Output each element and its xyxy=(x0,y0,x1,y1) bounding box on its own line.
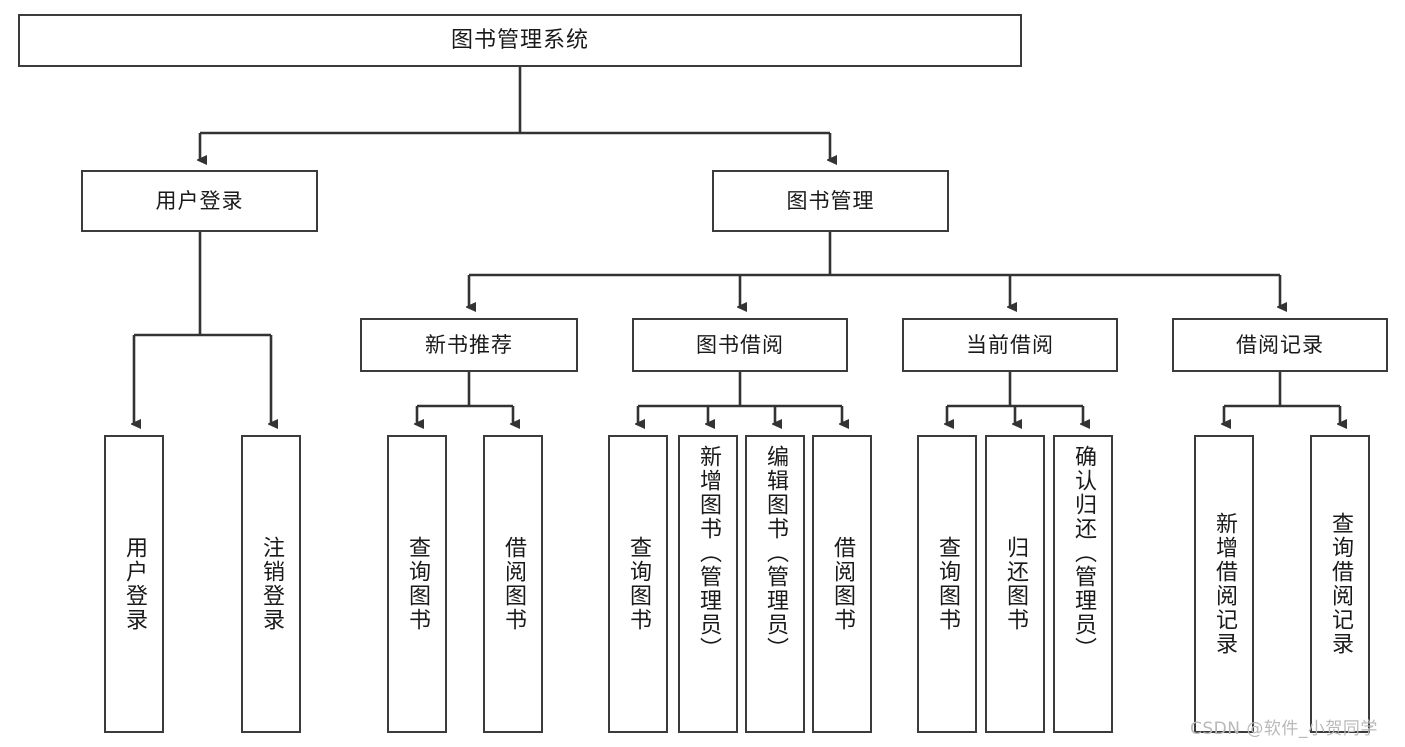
leaf-user-login[interactable]: 用户登录 xyxy=(104,435,164,733)
node-label: 图书借阅 xyxy=(696,332,784,357)
node-label: 确认归还（管理员） xyxy=(1070,445,1096,661)
leaf-borrow-book-newbook[interactable]: 借阅图书 xyxy=(483,435,543,733)
node-current-borrow[interactable]: 当前借阅 xyxy=(902,318,1118,372)
node-new-book-recommend[interactable]: 新书推荐 xyxy=(360,318,578,372)
node-label: 查询图书 xyxy=(625,536,651,632)
node-label: 用户登录 xyxy=(155,188,244,213)
node-label: 归还图书 xyxy=(1002,536,1028,632)
node-label: 图书管理系统 xyxy=(450,27,589,53)
node-label: 编辑图书（管理员） xyxy=(762,445,788,661)
node-label: 用户登录 xyxy=(121,536,147,632)
node-book-borrow[interactable]: 图书借阅 xyxy=(632,318,848,372)
node-label: 新书推荐 xyxy=(425,332,513,357)
leaf-edit-book-admin[interactable]: 编辑图书（管理员） xyxy=(745,435,805,733)
node-label: 借阅图书 xyxy=(829,536,855,632)
node-label: 查询图书 xyxy=(934,536,960,632)
node-root-system[interactable]: 图书管理系统 xyxy=(18,14,1022,67)
leaf-return-book[interactable]: 归还图书 xyxy=(985,435,1045,733)
csdn-watermark: CSDN @软件_小贺同学 xyxy=(1190,719,1378,739)
leaf-borrow-book[interactable]: 借阅图书 xyxy=(812,435,872,733)
node-borrow-record[interactable]: 借阅记录 xyxy=(1172,318,1388,372)
leaf-query-borrow-record[interactable]: 查询借阅记录 xyxy=(1310,435,1370,733)
node-label: 当前借阅 xyxy=(966,332,1054,357)
leaf-confirm-return-admin[interactable]: 确认归还（管理员） xyxy=(1053,435,1113,733)
leaf-query-book-borrow[interactable]: 查询图书 xyxy=(608,435,668,733)
node-label: 借阅图书 xyxy=(500,536,526,632)
node-label: 查询图书 xyxy=(404,536,430,632)
leaf-add-book-admin[interactable]: 新增图书（管理员） xyxy=(678,435,738,733)
node-label: 借阅记录 xyxy=(1236,332,1324,357)
node-label: 注销登录 xyxy=(258,536,284,632)
leaf-add-borrow-record[interactable]: 新增借阅记录 xyxy=(1194,435,1254,733)
node-book-management[interactable]: 图书管理 xyxy=(712,170,949,232)
node-label: 图书管理 xyxy=(786,188,875,213)
node-label: 新增借阅记录 xyxy=(1211,512,1237,656)
node-label: 查询借阅记录 xyxy=(1327,512,1353,656)
node-label: 新增图书（管理员） xyxy=(695,445,721,661)
node-user-login[interactable]: 用户登录 xyxy=(81,170,318,232)
leaf-logout[interactable]: 注销登录 xyxy=(241,435,301,733)
leaf-query-book-newbook[interactable]: 查询图书 xyxy=(387,435,447,733)
leaf-query-book-current[interactable]: 查询图书 xyxy=(917,435,977,733)
